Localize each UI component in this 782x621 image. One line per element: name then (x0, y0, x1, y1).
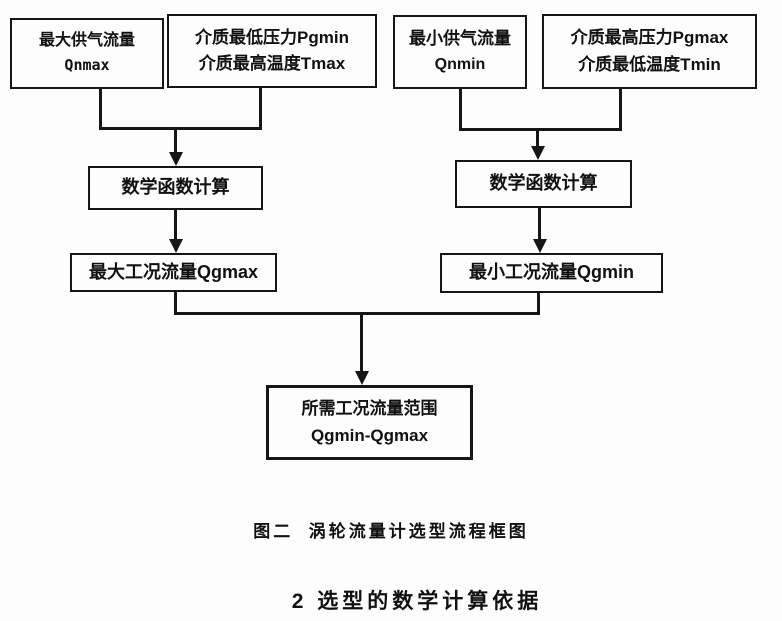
connector-line (360, 312, 363, 372)
section-heading: 2 选型的数学计算依据 (291, 590, 543, 613)
box-text-line: 所需工况流量范围 (301, 399, 438, 419)
connector-line (174, 312, 540, 315)
box-text-line: 介质最低压力Pgmin (195, 27, 349, 47)
flow-box-min-supply-flow: 最小供气流量 Qnmin (393, 15, 527, 89)
arrow-down-icon (169, 239, 183, 253)
connector-line (536, 130, 539, 147)
connector-line (259, 88, 262, 130)
connector-line (537, 293, 540, 315)
flow-box-min-pressure-max-temp: 介质最低压力Pgmin 介质最高温度Tmax (167, 14, 377, 88)
connector-line (459, 89, 462, 131)
box-text-line: 最大供气流量 (38, 32, 135, 50)
flow-box-math-calc-left: 数学函数计算 (88, 166, 263, 210)
arrow-down-icon (531, 146, 545, 160)
box-text-line: Qgmin-Qgmax (310, 425, 429, 445)
box-text-line: 介质最低温度Tmin (578, 54, 721, 74)
box-text-line: 最小供气流量 (409, 29, 511, 49)
box-text-line: 介质最高温度Tmax (198, 54, 346, 73)
connector-line (174, 129, 177, 153)
flow-box-required-flow-range: 所需工况流量范围 Qgmin-Qgmax (266, 385, 473, 460)
connector-line (174, 292, 177, 315)
box-text-line: Qnmax (64, 56, 110, 75)
figure-caption: 图二 涡轮流量计选型流程框图 (253, 522, 529, 541)
box-text-line: 数学函数计算 (489, 173, 598, 194)
arrow-down-icon (355, 371, 369, 385)
box-text-line: 介质最高压力Pgmax (570, 28, 729, 48)
box-text-line: Qnmin (434, 55, 486, 73)
connector-line (619, 88, 622, 131)
flow-box-max-supply-flow: 最大供气流量 Qnmax (10, 18, 164, 89)
box-text-line: 最大工况流量Qgmax (88, 261, 259, 282)
box-text-line: 最小工况流量Qgmin (469, 262, 634, 283)
connector-line (459, 128, 622, 131)
connector-line (99, 89, 102, 130)
flow-box-max-pressure-min-temp: 介质最高压力Pgmax 介质最低温度Tmin (542, 14, 757, 89)
connector-line (538, 208, 541, 240)
connector-line (174, 210, 177, 240)
arrow-down-icon (169, 152, 183, 166)
connector-line (99, 127, 262, 130)
flow-box-min-working-flow: 最小工况流量Qgmin (440, 253, 663, 293)
flow-box-max-working-flow: 最大工况流量Qgmax (70, 253, 277, 292)
flow-box-math-calc-right: 数学函数计算 (455, 160, 632, 208)
box-text-line: 数学函数计算 (121, 177, 230, 198)
arrow-down-icon (533, 239, 547, 253)
